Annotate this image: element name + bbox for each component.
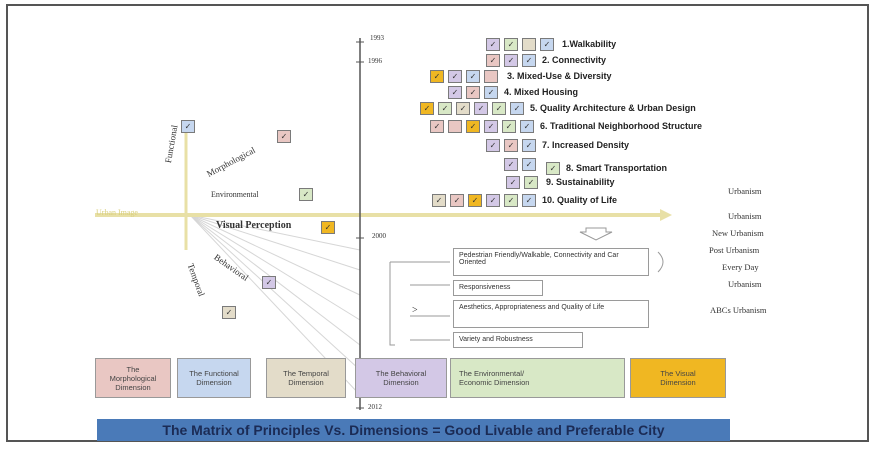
right-label: Urbanism	[728, 279, 762, 289]
dimension-morphological: The Morphological Dimension	[95, 358, 171, 398]
principle-label: 10. Quality of Life	[542, 195, 618, 205]
environmental-chip: ✓	[299, 188, 313, 201]
urban-image-label: Urban Image	[96, 208, 138, 217]
right-label: ABCs Urbanism	[710, 305, 767, 315]
goal-box: Pedestrian Friendly/Walkable, Connectivi…	[453, 248, 649, 276]
principle-label: 2. Connectivity	[542, 55, 607, 65]
goal-box: Variety and Robustness	[453, 332, 583, 348]
right-label: Every Day	[722, 262, 759, 272]
goal-connectors	[389, 261, 450, 346]
principle-label: 4. Mixed Housing	[504, 87, 579, 97]
environmental-word: Environmental	[211, 190, 259, 199]
functional-chip: ✓	[181, 120, 195, 133]
title-banner: The Matrix of Principles Vs. Dimensions …	[97, 419, 730, 441]
axis-arrow-right	[660, 209, 672, 221]
dimension-temporal: The Temporal Dimension	[266, 358, 346, 398]
visual-perception-word: Visual Perception	[216, 220, 292, 231]
dimension-functional: The Functional Dimension	[177, 358, 251, 398]
visual-chip: ✓	[321, 221, 335, 234]
year-2000: 2000	[372, 232, 386, 240]
principle-label: 3. Mixed-Use & Diversity	[507, 71, 612, 81]
principle-label: 6. Traditional Neighborhood Structure	[540, 121, 703, 131]
year-1993: 1993	[370, 34, 384, 42]
principle-label: 8. Smart Transportation	[566, 163, 668, 173]
bracket	[657, 251, 664, 273]
dimension-environmental: The Environmental/ Economic Dimension	[450, 358, 625, 398]
greater-than-icon: >	[412, 305, 418, 316]
right-label: New Urbanism	[712, 228, 764, 238]
goal-box: Aesthetics, Appropriateness and Quality …	[453, 300, 649, 328]
right-label: Post Urbanism	[709, 245, 760, 255]
year-1996: 1996	[368, 57, 382, 65]
right-label: Urbanism	[728, 186, 762, 196]
principle-label: 5. Quality Architecture & Urban Design	[530, 103, 696, 113]
principle-label: 1.Walkability	[562, 39, 617, 49]
principle-label: 9. Sustainability	[546, 177, 615, 187]
principle-label: 7. Increased Density	[542, 140, 630, 150]
morphological-chip: ✓	[277, 130, 291, 143]
behavioral-chip: ✓	[262, 276, 276, 289]
down-arrow-icon	[579, 227, 613, 241]
dimension-behavioral: The Behavioral Dimension	[355, 358, 447, 398]
temporal-chip: ✓	[222, 306, 236, 319]
right-label: Urbanism	[728, 211, 762, 221]
year-2012: 2012	[368, 403, 382, 411]
dimension-visual: The Visual Dimension	[630, 358, 726, 398]
goal-box: Responsiveness	[453, 280, 543, 296]
